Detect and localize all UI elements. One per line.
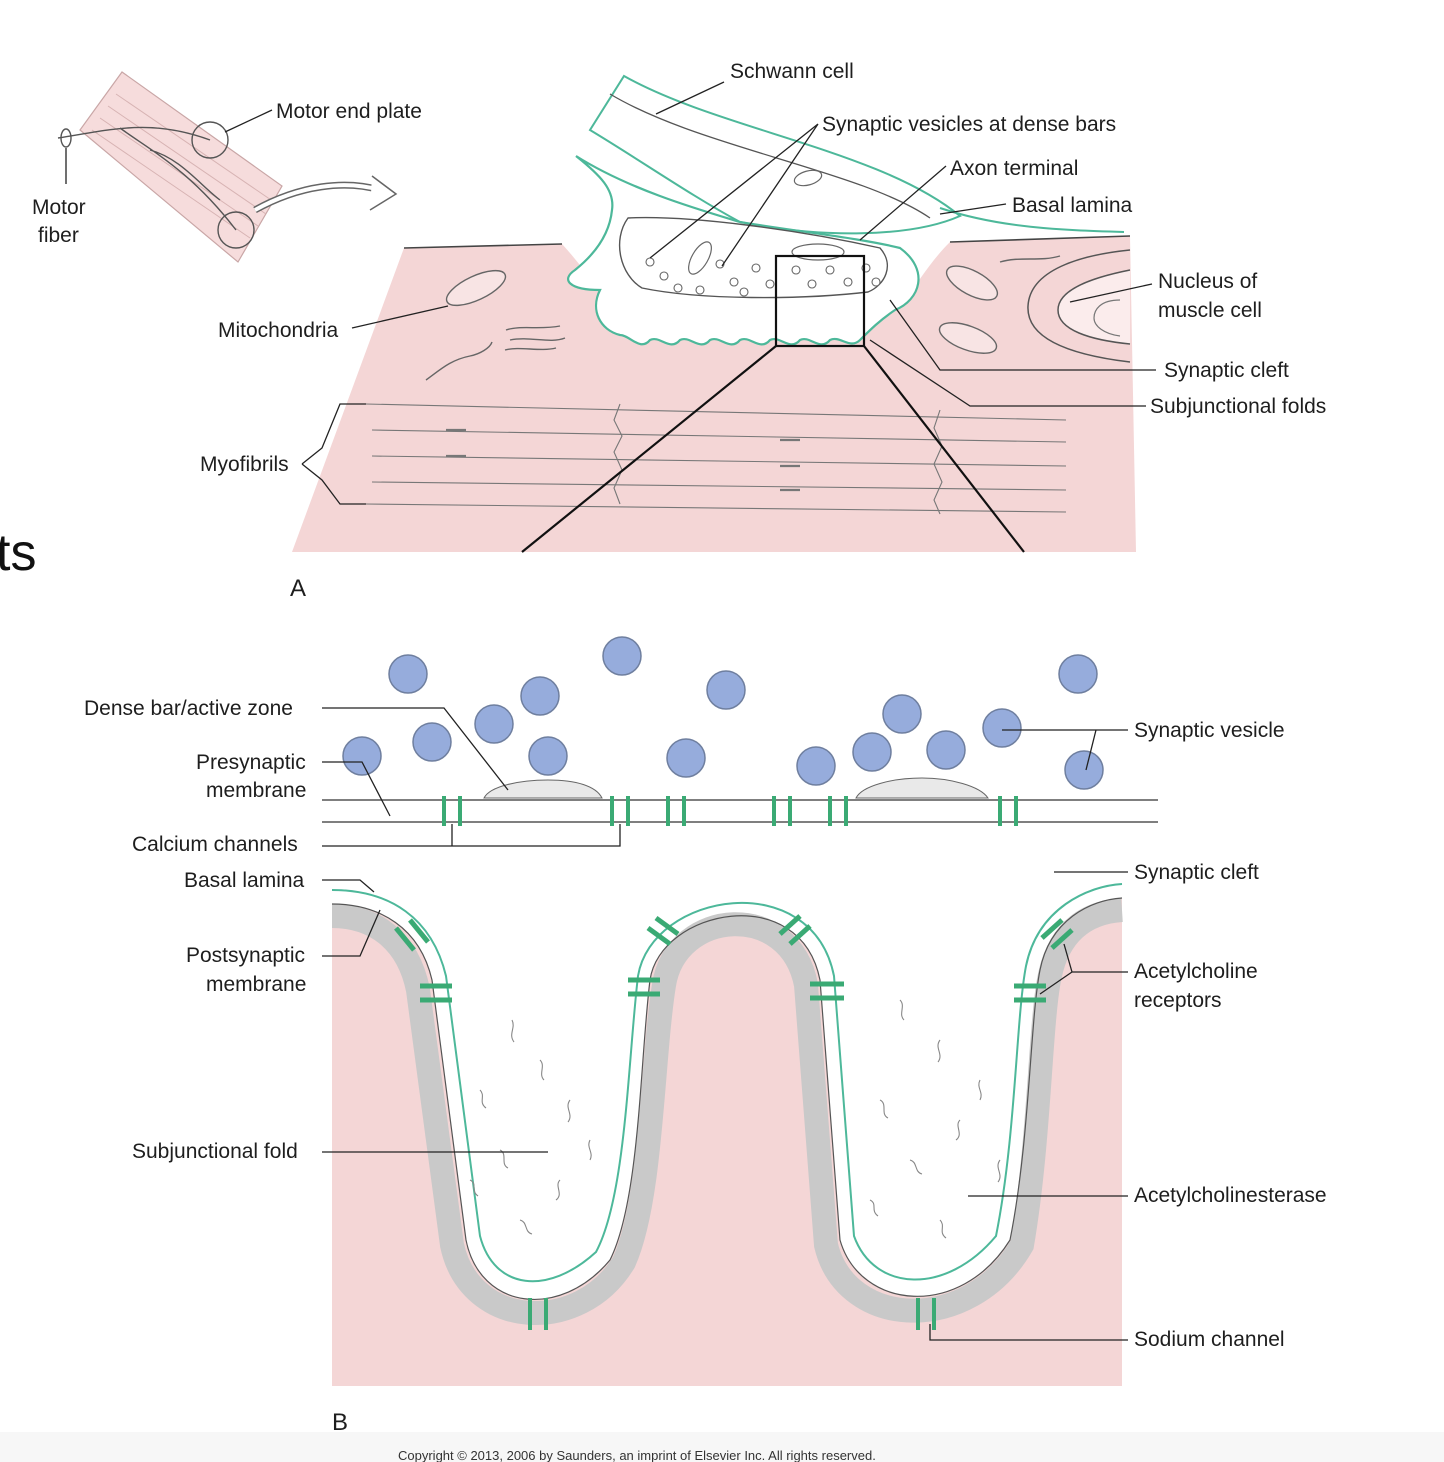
label-basal-lamina-a: Basal lamina (1012, 194, 1133, 217)
synaptic-vesicles (342, 636, 1104, 790)
panel-b: Dense bar/active zone Presynaptic membra… (84, 636, 1327, 1436)
dense-bars (483, 777, 989, 799)
label-motor-fiber-2: fiber (38, 224, 79, 247)
label-basal-lamina-b: Basal lamina (184, 869, 305, 892)
label-acetylcholine-receptors-2: receptors (1134, 989, 1222, 1012)
label-acetylcholinesterase: Acetylcholinesterase (1134, 1184, 1327, 1207)
basal-lamina-b (331, 883, 1123, 1283)
label-calcium-channels: Calcium channels (132, 833, 298, 856)
label-schwann-cell: Schwann cell (730, 60, 854, 83)
label-synaptic-vesicles-dense-bars: Synaptic vesicles at dense bars (822, 113, 1116, 136)
copyright-notice: Copyright © 2013, 2006 by Saunders, an i… (398, 1448, 876, 1462)
presynaptic-membrane (322, 799, 1158, 823)
acetylcholine-receptor-shapes (394, 914, 1074, 1003)
label-acetylcholine-receptors-1: Acetylcholine (1134, 960, 1258, 983)
panel-a: Motor end plate Motor fiber Schwann cell… (32, 60, 1326, 602)
label-postsynaptic-1: Postsynaptic (186, 944, 305, 967)
label-synaptic-cleft-a: Synaptic cleft (1164, 359, 1289, 382)
terminal-vesicles (645, 257, 881, 297)
nucleus-shape (1027, 249, 1131, 363)
panel-b-label: B (332, 1409, 348, 1436)
label-mitochondria: Mitochondria (218, 319, 339, 342)
label-synaptic-cleft-b: Synaptic cleft (1134, 861, 1259, 884)
label-motor-fiber-1: Motor (32, 196, 86, 219)
acetylcholinesterase-fibers (469, 999, 1001, 1239)
panel-a-label: A (290, 575, 306, 602)
label-presynaptic-2: membrane (206, 779, 306, 802)
sodium-channel-shapes (528, 1298, 936, 1330)
label-motor-end-plate: Motor end plate (276, 100, 422, 123)
muscle-fiber-inset (57, 71, 398, 263)
calcium-channel-shapes (442, 796, 1018, 826)
label-presynaptic-1: Presynaptic (196, 751, 306, 774)
label-synaptic-vesicle: Synaptic vesicle (1134, 719, 1285, 742)
postsynaptic-muscle (332, 898, 1122, 1386)
label-dense-bar-active-zone: Dense bar/active zone (84, 697, 293, 720)
slide-title-fragment: ts (0, 524, 36, 582)
label-axon-terminal: Axon terminal (950, 157, 1078, 180)
label-myofibrils: Myofibrils (200, 453, 289, 476)
label-sodium-channel: Sodium channel (1134, 1328, 1285, 1351)
label-subjunctional-folds: Subjunctional folds (1150, 395, 1326, 418)
label-subjunctional-fold: Subjunctional fold (132, 1140, 298, 1163)
label-nucleus-1: Nucleus of (1158, 270, 1257, 293)
myofibril-lines (365, 403, 1067, 515)
mitochondria-shapes (425, 255, 1061, 381)
label-nucleus-2: muscle cell (1158, 299, 1262, 322)
muscle-cell (292, 236, 1136, 552)
postsynaptic-membrane (331, 898, 1124, 1326)
schwann-cell (588, 74, 962, 235)
label-postsynaptic-2: membrane (206, 973, 306, 996)
